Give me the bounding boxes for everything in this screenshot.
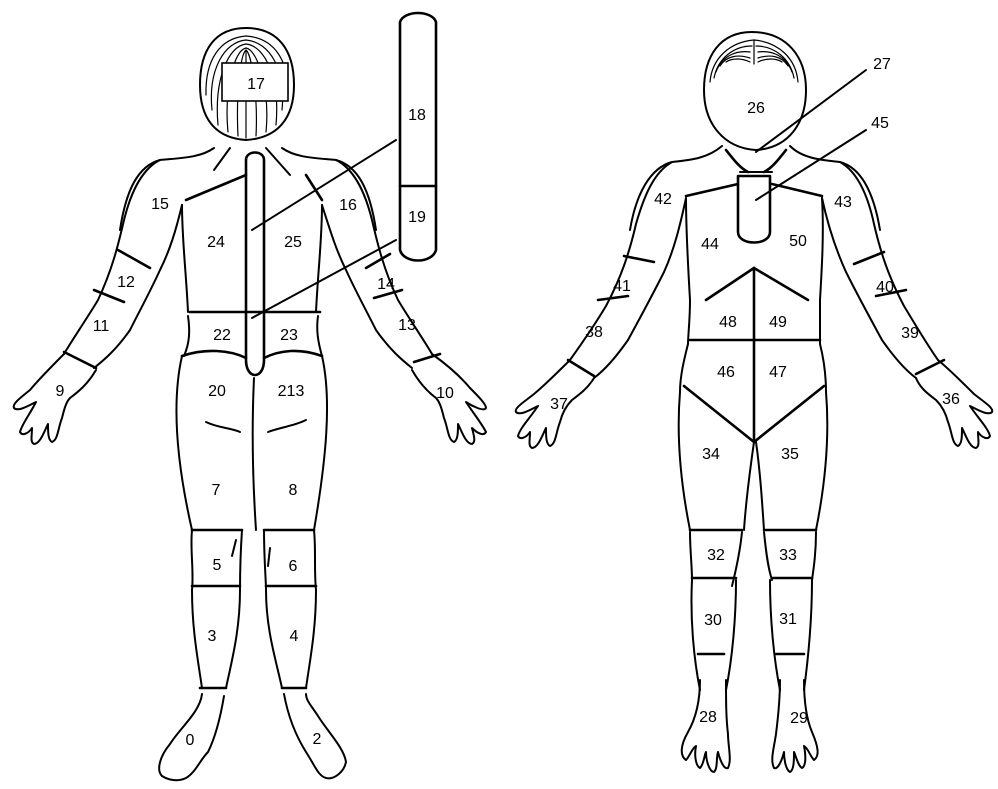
label-12: 12 bbox=[117, 274, 135, 291]
label-49: 49 bbox=[769, 314, 787, 331]
label-27: 27 bbox=[873, 56, 891, 73]
front-head bbox=[704, 32, 806, 150]
label-43: 43 bbox=[834, 194, 852, 211]
label-30: 30 bbox=[704, 612, 722, 629]
label-50: 50 bbox=[789, 233, 807, 250]
label-44: 44 bbox=[701, 236, 719, 253]
label-8: 8 bbox=[289, 482, 298, 499]
label-40: 40 bbox=[876, 279, 894, 296]
label-17: 17 bbox=[247, 76, 265, 93]
label-24: 24 bbox=[207, 234, 225, 251]
front-view-figure bbox=[516, 32, 993, 772]
label-46: 46 bbox=[717, 364, 735, 381]
label-7: 7 bbox=[212, 482, 221, 499]
label-41: 41 bbox=[613, 278, 631, 295]
label-32: 32 bbox=[707, 547, 725, 564]
label-9: 9 bbox=[56, 383, 65, 400]
label-16: 16 bbox=[339, 197, 357, 214]
label-37: 37 bbox=[550, 396, 568, 413]
label-15: 15 bbox=[151, 196, 169, 213]
label-2: 2 bbox=[313, 731, 322, 748]
label-14: 14 bbox=[377, 276, 395, 293]
label-20: 20 bbox=[208, 383, 226, 400]
label-26: 26 bbox=[747, 100, 765, 117]
label-4: 4 bbox=[290, 628, 299, 645]
label-38: 38 bbox=[585, 324, 603, 341]
label-11: 11 bbox=[93, 318, 110, 335]
label-28: 28 bbox=[699, 709, 717, 726]
label-213: 213 bbox=[278, 383, 305, 400]
label-13: 13 bbox=[398, 317, 416, 334]
label-42: 42 bbox=[654, 191, 672, 208]
label-18: 18 bbox=[408, 107, 426, 124]
label-47: 47 bbox=[769, 364, 787, 381]
label-19: 19 bbox=[408, 209, 426, 226]
label-25: 25 bbox=[284, 234, 302, 251]
label-35: 35 bbox=[781, 446, 799, 463]
label-23: 23 bbox=[280, 327, 298, 344]
label-3: 3 bbox=[208, 628, 217, 645]
label-39: 39 bbox=[901, 325, 919, 342]
back-view-figure bbox=[14, 13, 486, 780]
back-view-labels: 17 18 19 15 16 24 25 12 14 11 13 22 23 9… bbox=[56, 76, 454, 749]
label-33: 33 bbox=[779, 547, 797, 564]
label-48: 48 bbox=[719, 314, 737, 331]
label-36: 36 bbox=[942, 391, 960, 408]
label-34: 34 bbox=[702, 446, 720, 463]
label-10: 10 bbox=[436, 385, 454, 402]
label-6: 6 bbox=[289, 558, 298, 575]
label-31: 31 bbox=[779, 611, 797, 628]
label-0: 0 bbox=[186, 732, 195, 749]
label-22: 22 bbox=[213, 327, 231, 344]
front-hair bbox=[710, 40, 798, 82]
label-45: 45 bbox=[871, 115, 889, 132]
label-5: 5 bbox=[213, 557, 222, 574]
label-29: 29 bbox=[790, 710, 808, 727]
